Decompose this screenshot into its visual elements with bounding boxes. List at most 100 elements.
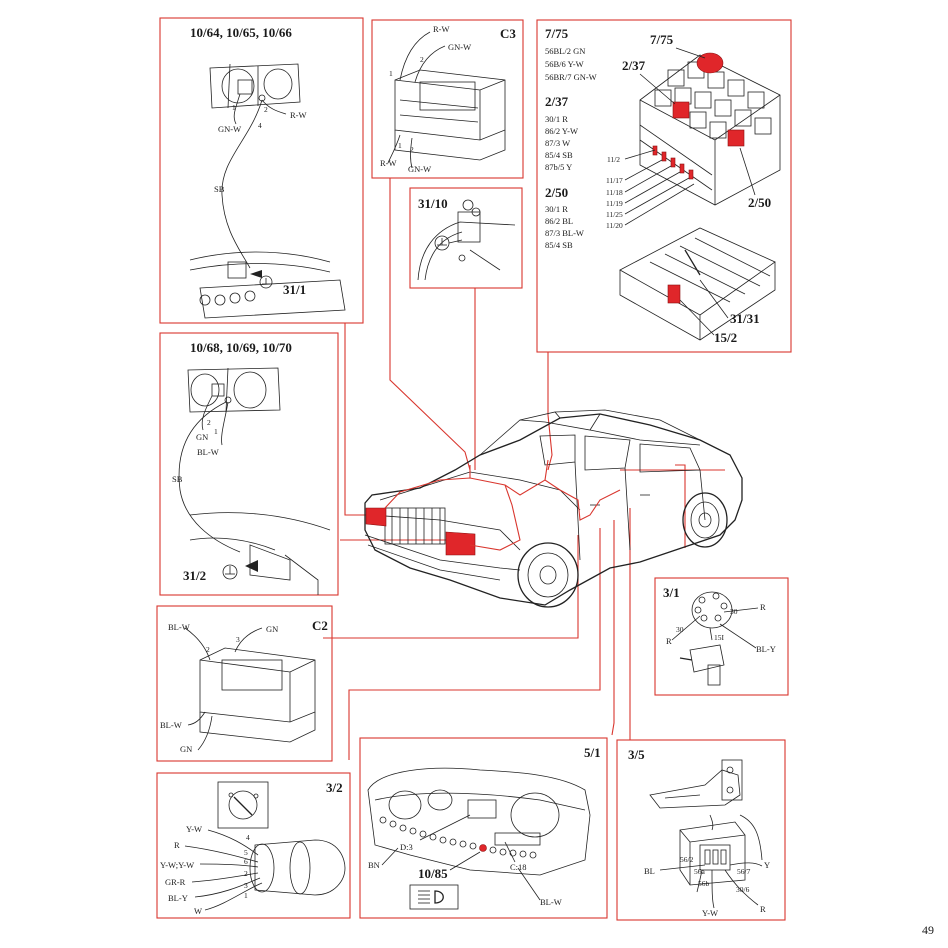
svg-text:56BR/7 GN-W: 56BR/7 GN-W [545, 72, 597, 82]
svg-text:11/20: 11/20 [606, 221, 623, 230]
panel-cluster-51: 5/1 D:3 BN [359, 737, 608, 919]
relay-blocks [654, 61, 772, 139]
panel-title: C3 [500, 26, 516, 41]
svg-text:56b: 56b [698, 879, 710, 888]
front-wheel [517, 542, 579, 608]
svg-text:31/31: 31/31 [730, 311, 760, 326]
svg-text:R: R [174, 840, 180, 850]
panel-title: 3/2 [326, 780, 343, 795]
right-headlamp [445, 531, 476, 556]
svg-text:1: 1 [232, 103, 236, 112]
panel-title: C2 [312, 618, 328, 633]
svg-text:R: R [760, 904, 766, 914]
panel-headlamps-top: 10/64, 10/65, 10/66 1 2 4 GN-W R-W SB 31… [159, 17, 364, 324]
leader-lines [323, 178, 725, 760]
svg-text:11/2: 11/2 [607, 155, 620, 164]
svg-text:W: W [194, 906, 202, 916]
svg-text:2: 2 [420, 55, 424, 64]
svg-text:87/3 W: 87/3 W [545, 138, 570, 148]
svg-text:GN: GN [196, 432, 208, 442]
svg-text:11/18: 11/18 [606, 188, 623, 197]
svg-text:11/25: 11/25 [606, 210, 623, 219]
svg-text:2/50: 2/50 [545, 185, 568, 200]
svg-text:1: 1 [244, 891, 248, 900]
svg-text:15I: 15I [714, 633, 725, 642]
svg-text:30/6: 30/6 [736, 885, 750, 894]
indicator-1085 [479, 844, 487, 852]
svg-text:2: 2 [206, 645, 210, 654]
svg-text:2/50: 2/50 [748, 195, 771, 210]
svg-text:2/37: 2/37 [622, 58, 646, 73]
svg-text:2: 2 [244, 869, 248, 878]
svg-text:C:18: C:18 [510, 862, 527, 872]
relay-152 [667, 284, 681, 304]
svg-text:7/75: 7/75 [545, 26, 569, 41]
svg-text:D:3: D:3 [400, 842, 413, 852]
svg-text:2/37: 2/37 [545, 94, 569, 109]
relay-250 [727, 129, 745, 147]
svg-text:Y-W;Y-W: Y-W;Y-W [160, 860, 194, 870]
svg-text:R-W: R-W [380, 158, 397, 168]
panel-title: 3/5 [628, 747, 645, 762]
panel-title: 31/10 [418, 196, 448, 211]
svg-text:5: 5 [244, 848, 248, 857]
svg-text:BL-Y: BL-Y [168, 893, 188, 903]
panel-c2: C2 BL-W GN 2 3 BL-W GN [156, 605, 333, 762]
svg-text:2: 2 [207, 418, 211, 427]
relay-237 [672, 101, 690, 119]
svg-text:Y: Y [764, 860, 770, 870]
panel-headlamps-mid: 10/68, 10/69, 10/70 2 1 GN BL-W SB 31/2 [159, 332, 339, 596]
svg-text:3: 3 [236, 635, 240, 644]
svg-text:3: 3 [244, 881, 248, 890]
svg-text:2: 2 [410, 145, 414, 154]
svg-text:GN-W: GN-W [408, 164, 431, 174]
bulb-row [379, 816, 537, 859]
svg-text:BN: BN [368, 860, 380, 870]
svg-text:2: 2 [264, 105, 268, 114]
ground-ref: 31/2 [183, 568, 206, 583]
svg-text:30: 30 [730, 607, 738, 616]
ground-ref: 31/1 [283, 282, 306, 297]
svg-text:BL: BL [644, 866, 655, 876]
svg-text:85/4 SB: 85/4 SB [545, 240, 573, 250]
svg-text:4: 4 [246, 833, 250, 842]
svg-text:86/2 Y-W: 86/2 Y-W [545, 126, 578, 136]
svg-text:15/2: 15/2 [714, 330, 737, 345]
svg-text:30: 30 [676, 625, 684, 634]
svg-text:56/7: 56/7 [737, 867, 751, 876]
wire-gn-w: GN-W [218, 124, 241, 134]
car-illustration [364, 409, 743, 608]
panel-ignition-31: 3/1 R 30 R 30 15I BL-Y [654, 577, 789, 696]
relay-775 [696, 52, 724, 74]
svg-text:56B/6 Y-W: 56B/6 Y-W [545, 59, 584, 69]
svg-text:86/2 BL: 86/2 BL [545, 216, 573, 226]
panel-title: 3/1 [663, 585, 680, 600]
svg-text:11/17: 11/17 [606, 176, 623, 185]
svg-text:1: 1 [214, 427, 218, 436]
svg-text:7/75: 7/75 [650, 32, 674, 47]
svg-text:BL-Y: BL-Y [756, 644, 776, 654]
panel-c3: C3 R-W GN-W 1 2 1 2 R-W GN-W [371, 19, 524, 179]
svg-text:R-W: R-W [433, 24, 450, 34]
svg-text:R: R [760, 602, 766, 612]
panel-title: 5/1 [584, 745, 601, 760]
svg-text:87/3 BL-W: 87/3 BL-W [545, 228, 584, 238]
svg-text:GN: GN [266, 624, 278, 634]
svg-text:GR-R: GR-R [165, 877, 186, 887]
panel-relays: 7/75 56BL/2 GN 56B/6 Y-W 56BR/7 GN-W 2/3… [536, 19, 792, 353]
svg-text:10/85: 10/85 [418, 866, 448, 881]
rear-wheel [682, 492, 728, 548]
svg-text:6: 6 [244, 857, 248, 866]
svg-text:BL-W: BL-W [197, 447, 219, 457]
fuse-row [639, 124, 713, 191]
svg-text:GN: GN [180, 744, 192, 754]
panel-title: 10/68, 10/69, 10/70 [190, 340, 292, 355]
svg-text:87b/5 Y: 87b/5 Y [545, 162, 572, 172]
panel-stalk-35: 3/5 56/2 56a 56b 56/7 BL Y Y-W R 30/6 [616, 739, 786, 921]
svg-text:GN-W: GN-W [448, 42, 471, 52]
svg-text:56BL/2 GN: 56BL/2 GN [545, 46, 585, 56]
wire-sb: SB [214, 184, 225, 194]
panel-switch-32: 3/2 Y-W R Y-W;Y-W GR-R BL-Y W 4 5 6 2 3 … [156, 772, 351, 919]
wire-r-w: R-W [290, 110, 307, 120]
